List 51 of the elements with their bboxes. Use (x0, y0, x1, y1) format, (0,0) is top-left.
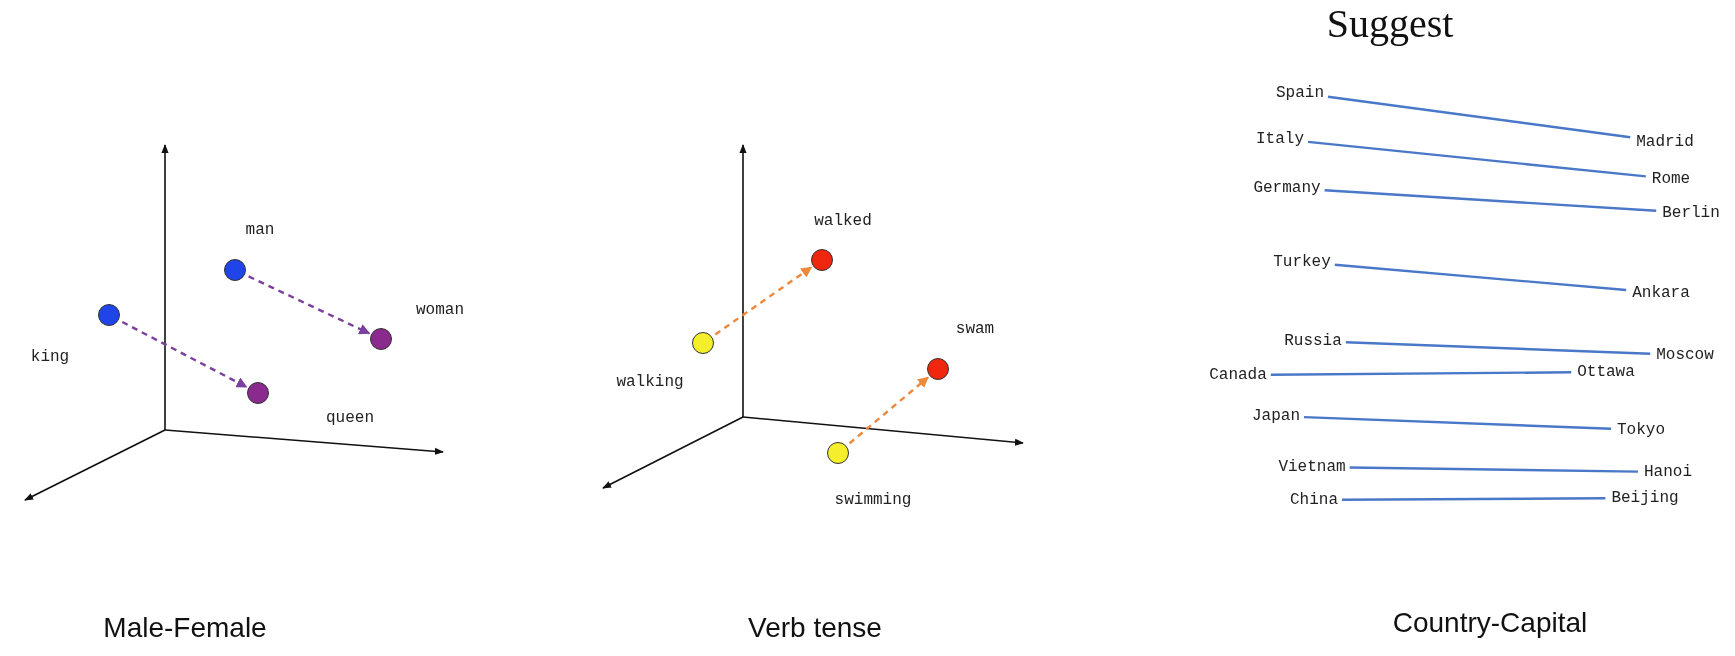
word-label: Italy (1256, 131, 1304, 147)
word-label: walked (814, 213, 872, 229)
word-label: Hanoi (1644, 464, 1692, 480)
point-marker (370, 328, 392, 350)
arrow (714, 266, 813, 336)
word-label: China (1290, 492, 1338, 508)
connector-line (1334, 263, 1627, 292)
panel-title: Male-Female (103, 612, 267, 644)
panel-title: Country-Capital (1392, 607, 1588, 639)
point-marker (827, 442, 849, 464)
connector-line (1307, 140, 1646, 178)
word-label: king (30, 349, 70, 365)
connector-line (1349, 466, 1638, 473)
panel-title: Verb tense (748, 612, 882, 644)
point-marker (247, 382, 269, 404)
word-label: queen (326, 410, 374, 426)
word-label: Canada (1209, 367, 1267, 383)
word-label: Ottawa (1577, 364, 1635, 380)
point-marker (811, 249, 833, 271)
word-label: Vietnam (1278, 459, 1346, 475)
word-label: Turkey (1273, 254, 1331, 270)
word-label: man (245, 222, 275, 238)
connector-line (1303, 415, 1612, 430)
connector-line (1270, 371, 1572, 376)
connector-line (1324, 189, 1657, 212)
point-marker (692, 332, 714, 354)
word-label: Japan (1252, 408, 1300, 424)
word-label: Beijing (1611, 490, 1679, 506)
arrow (248, 275, 371, 335)
word-label: Berlin (1662, 205, 1720, 221)
word-label: Germany (1253, 180, 1321, 196)
word-label: Moscow (1656, 347, 1714, 363)
word-label: Tokyo (1617, 422, 1665, 438)
arrow (848, 376, 929, 445)
word-label: woman (416, 302, 464, 318)
point-marker (224, 259, 246, 281)
word-label: Spain (1276, 85, 1324, 101)
word-label: swam (955, 321, 995, 337)
word-label: swimming (834, 492, 912, 508)
point-marker (927, 358, 949, 380)
word-label: Ankara (1632, 285, 1690, 301)
connector-line (1342, 497, 1606, 501)
arrow (121, 320, 248, 389)
word-label: Rome (1651, 171, 1691, 187)
word-label: Madrid (1636, 134, 1694, 150)
heading-text: Suggest (1326, 2, 1454, 46)
connector-line (1345, 341, 1651, 355)
connector-line (1327, 95, 1631, 139)
word-label: walking (616, 374, 684, 390)
point-marker (98, 304, 120, 326)
word-label: Russia (1284, 333, 1342, 349)
